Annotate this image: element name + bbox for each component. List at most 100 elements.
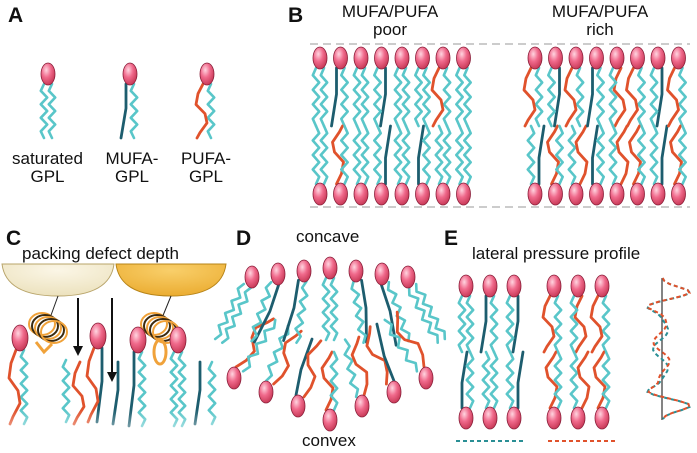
pufa-tail — [625, 66, 639, 128]
mufa-tail — [384, 124, 392, 186]
saturated-tail — [455, 66, 464, 128]
saturated-gpl-label-line2: GPL — [30, 167, 65, 186]
lipid — [592, 350, 611, 430]
saturated-tail — [407, 286, 439, 344]
mufa-tail — [460, 350, 469, 410]
lipid — [343, 335, 370, 418]
lipid — [589, 274, 611, 354]
saturated-tail — [422, 124, 431, 186]
pufa-tail — [592, 350, 607, 410]
saturated-tail — [47, 82, 57, 140]
lipid-head — [570, 406, 586, 430]
panel-b-artwork — [310, 43, 690, 208]
lipid-head — [650, 46, 666, 70]
lipid-head — [594, 274, 610, 298]
saturated-gpl-label-line1: saturated — [12, 149, 83, 168]
mufa-gpl-label-line2: GPL — [114, 167, 150, 186]
mufa-tail — [330, 66, 338, 128]
saturated-tail — [343, 338, 360, 399]
mufa-tail — [553, 66, 561, 128]
lipid-head — [122, 62, 138, 86]
mufa-tail — [375, 322, 396, 383]
saturated-tail — [442, 124, 452, 186]
mufa-tail — [660, 124, 669, 186]
lipid — [414, 46, 431, 128]
lipid-head — [333, 46, 348, 70]
lipid — [226, 317, 277, 390]
pufa-tail — [430, 66, 445, 128]
saturated-tail — [414, 282, 447, 341]
saturated-tail — [442, 66, 452, 128]
panel-e-artwork — [456, 274, 692, 442]
lipid — [365, 322, 402, 404]
lipid-head — [415, 46, 430, 70]
mufa-tail — [586, 66, 594, 128]
lipid-head — [353, 182, 369, 206]
pufa-gpl-label-line1: PUFA- — [180, 149, 232, 168]
lipid-head — [353, 46, 369, 70]
saturated-tail — [489, 294, 499, 354]
lipid — [608, 124, 630, 206]
saturated-tail — [601, 350, 611, 410]
mufa-tail — [655, 66, 664, 128]
saturated-tail — [505, 294, 515, 354]
lipid-head — [400, 265, 416, 289]
pufa-tail — [669, 124, 683, 186]
lipid — [505, 274, 522, 354]
saturated-tail — [526, 124, 536, 186]
saturated-tail — [553, 350, 563, 410]
lipid — [567, 124, 589, 206]
lipid-head — [312, 182, 328, 206]
pressure-curve-teal — [646, 277, 692, 420]
lipid-head — [546, 406, 562, 430]
saturated-tail — [596, 124, 605, 186]
saturated-tail — [555, 124, 564, 186]
lipid-head — [435, 46, 451, 70]
lipid — [544, 350, 563, 430]
lipid — [541, 274, 563, 354]
mufa-tail — [282, 278, 300, 342]
lipid-head — [456, 46, 471, 70]
saturated-tail — [547, 66, 556, 128]
saturated-tail — [393, 66, 403, 128]
poor-title-line2: poor — [372, 20, 408, 39]
lipid-head — [650, 182, 666, 206]
lipid-head — [312, 46, 328, 70]
lipid — [282, 259, 312, 344]
lipid — [505, 350, 525, 430]
lipid — [455, 46, 472, 128]
amphipathic-helix — [28, 312, 68, 344]
lipid-head — [435, 182, 451, 206]
lipid — [348, 259, 368, 344]
saturated-tail — [311, 124, 321, 186]
lipid — [400, 265, 447, 344]
saturated-tail — [505, 350, 515, 410]
pufa-tail — [544, 350, 559, 410]
lipid — [320, 350, 339, 432]
lipid-head — [333, 182, 348, 206]
lipid-head — [374, 262, 390, 286]
pufa-tail — [302, 339, 323, 399]
lipid-head — [458, 274, 474, 298]
panel-b-letter: B — [288, 4, 304, 27]
saturated-tail — [250, 280, 273, 343]
saturated-tail — [608, 124, 618, 186]
packing-defect-title: packing defect depth — [22, 244, 179, 263]
lipid-head — [568, 182, 584, 206]
saturated-tail — [463, 66, 472, 128]
saturated-tail — [422, 66, 431, 128]
saturated-tail — [596, 66, 605, 128]
lipid — [383, 310, 434, 390]
lipid — [331, 124, 349, 206]
saturated-tail — [373, 124, 382, 186]
saturated-tail — [465, 350, 475, 410]
saturated-tail — [329, 350, 339, 412]
lipid-head — [394, 182, 410, 206]
mufa-tail — [479, 294, 488, 354]
saturated-tail — [569, 294, 579, 354]
pufa-tail — [234, 317, 275, 369]
lipid — [373, 124, 392, 206]
pufa-tail — [563, 66, 578, 128]
saturated-tail — [319, 66, 329, 128]
